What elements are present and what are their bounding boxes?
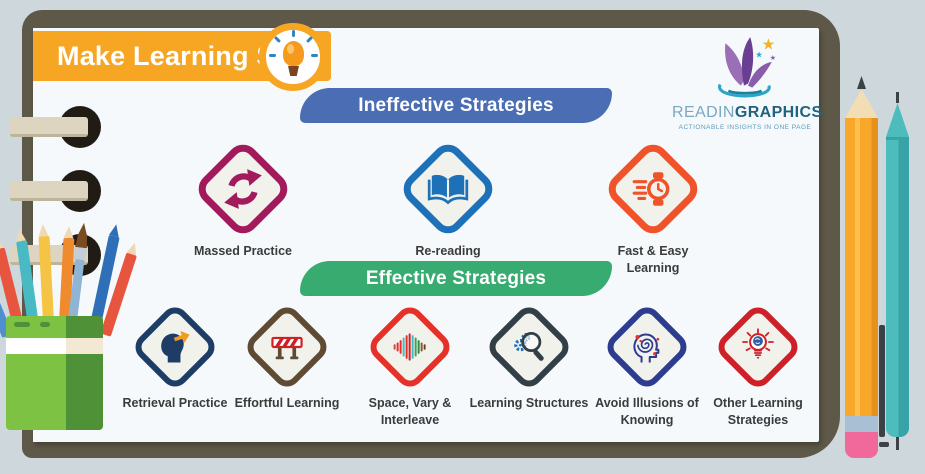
- pencil-lead: [857, 76, 866, 89]
- pencil-body: [845, 118, 878, 416]
- pencil-ferrule: [845, 416, 878, 432]
- strategy-label: Retrieval Practice: [122, 396, 228, 410]
- logo-brand-bold: GRAPHICS: [734, 104, 823, 121]
- strategy-card-massed-practice: Massed Practice: [158, 138, 328, 260]
- waveform-icon: [390, 327, 430, 367]
- strategy-card-other-strategies: Other Learning Strategies: [697, 301, 819, 429]
- strategy-label: Learning Structures: [469, 396, 589, 410]
- svg-text:★: ★: [762, 36, 776, 53]
- speed-watch-icon: [630, 166, 676, 212]
- strategy-card-learning-structures: Learning Structures: [468, 301, 590, 412]
- logo-book-icon: ★ ★ ★: [718, 36, 776, 98]
- cycle-icon: [220, 166, 266, 212]
- lightbulb-icon: [283, 41, 304, 66]
- lightbulb-base: [288, 66, 299, 76]
- readingraphics-logo: ★ ★ ★ READINGRAPHICS ACTIONABLE INSIGHTS…: [672, 34, 822, 131]
- ineffective-strategies-banner: Ineffective Strategies: [300, 88, 612, 123]
- strategy-card-space-vary-interleave: Space, Vary & Interleave: [349, 301, 471, 429]
- pencil-wood-tip: [845, 89, 878, 118]
- pen-tip: [896, 92, 899, 103]
- ring-bar: [10, 181, 88, 201]
- lightbulb-badge: [259, 23, 327, 91]
- spark-dash: [269, 54, 276, 57]
- cup-stripe: [6, 338, 103, 354]
- strategy-label: Re-reading: [415, 244, 481, 258]
- pen-end: [896, 437, 899, 450]
- orange-pencil: [845, 76, 878, 458]
- pencil-cup-group: [0, 215, 137, 445]
- head-arrow-icon: [155, 327, 195, 367]
- pen-clip: [879, 325, 889, 447]
- pen-cone: [886, 103, 909, 137]
- strategy-label: Space, Vary & Interleave: [368, 396, 452, 427]
- logo-brand-light: READIN: [672, 104, 735, 121]
- pencil-cup: [6, 316, 103, 430]
- effective-strategies-banner: Effective Strategies: [300, 261, 612, 296]
- bulb-brain-icon: [738, 327, 778, 367]
- magnifier-gears-icon: [509, 327, 549, 367]
- open-book-icon: [425, 166, 471, 212]
- strategy-card-re-reading: Re-reading: [363, 138, 533, 260]
- strategy-card-fast-easy-learning: Fast & Easy Learning: [568, 138, 738, 277]
- ring-bar: [10, 117, 88, 137]
- spark-dash: [305, 35, 314, 44]
- spark-dash: [311, 54, 318, 57]
- strategy-card-effortful-learning: Effortful Learning: [226, 301, 348, 412]
- svg-text:★: ★: [770, 53, 776, 62]
- strategy-label: Avoid Illusions of Knowing: [595, 396, 699, 427]
- barrier-icon: [267, 327, 307, 367]
- strategy-label: Other Learning Strategies: [713, 396, 803, 427]
- svg-text:★: ★: [755, 51, 762, 60]
- logo-wordmark: READINGRAPHICS: [672, 104, 822, 122]
- brush-bristle: [75, 222, 90, 248]
- cup-notch: [14, 322, 30, 327]
- spiral-head-icon: [627, 327, 667, 367]
- pen-body: [886, 137, 909, 437]
- strategy-card-retrieval-practice: Retrieval Practice: [114, 301, 236, 412]
- section-heading: Effective Strategies: [365, 267, 547, 289]
- strategy-label: Effortful Learning: [234, 396, 340, 410]
- spark-dash: [273, 35, 282, 44]
- cup-notch: [40, 322, 50, 327]
- strategy-label: Massed Practice: [194, 244, 292, 258]
- strategy-label: Fast & Easy Learning: [617, 244, 689, 275]
- logo-tagline: ACTIONABLE INSIGHTS IN ONE PAGE: [678, 124, 812, 131]
- teal-pen: [879, 92, 909, 450]
- section-heading: Ineffective Strategies: [358, 94, 554, 116]
- spark-dash: [292, 30, 295, 37]
- pencil-eraser: [845, 432, 878, 458]
- strategy-card-avoid-illusions: Avoid Illusions of Knowing: [586, 301, 708, 429]
